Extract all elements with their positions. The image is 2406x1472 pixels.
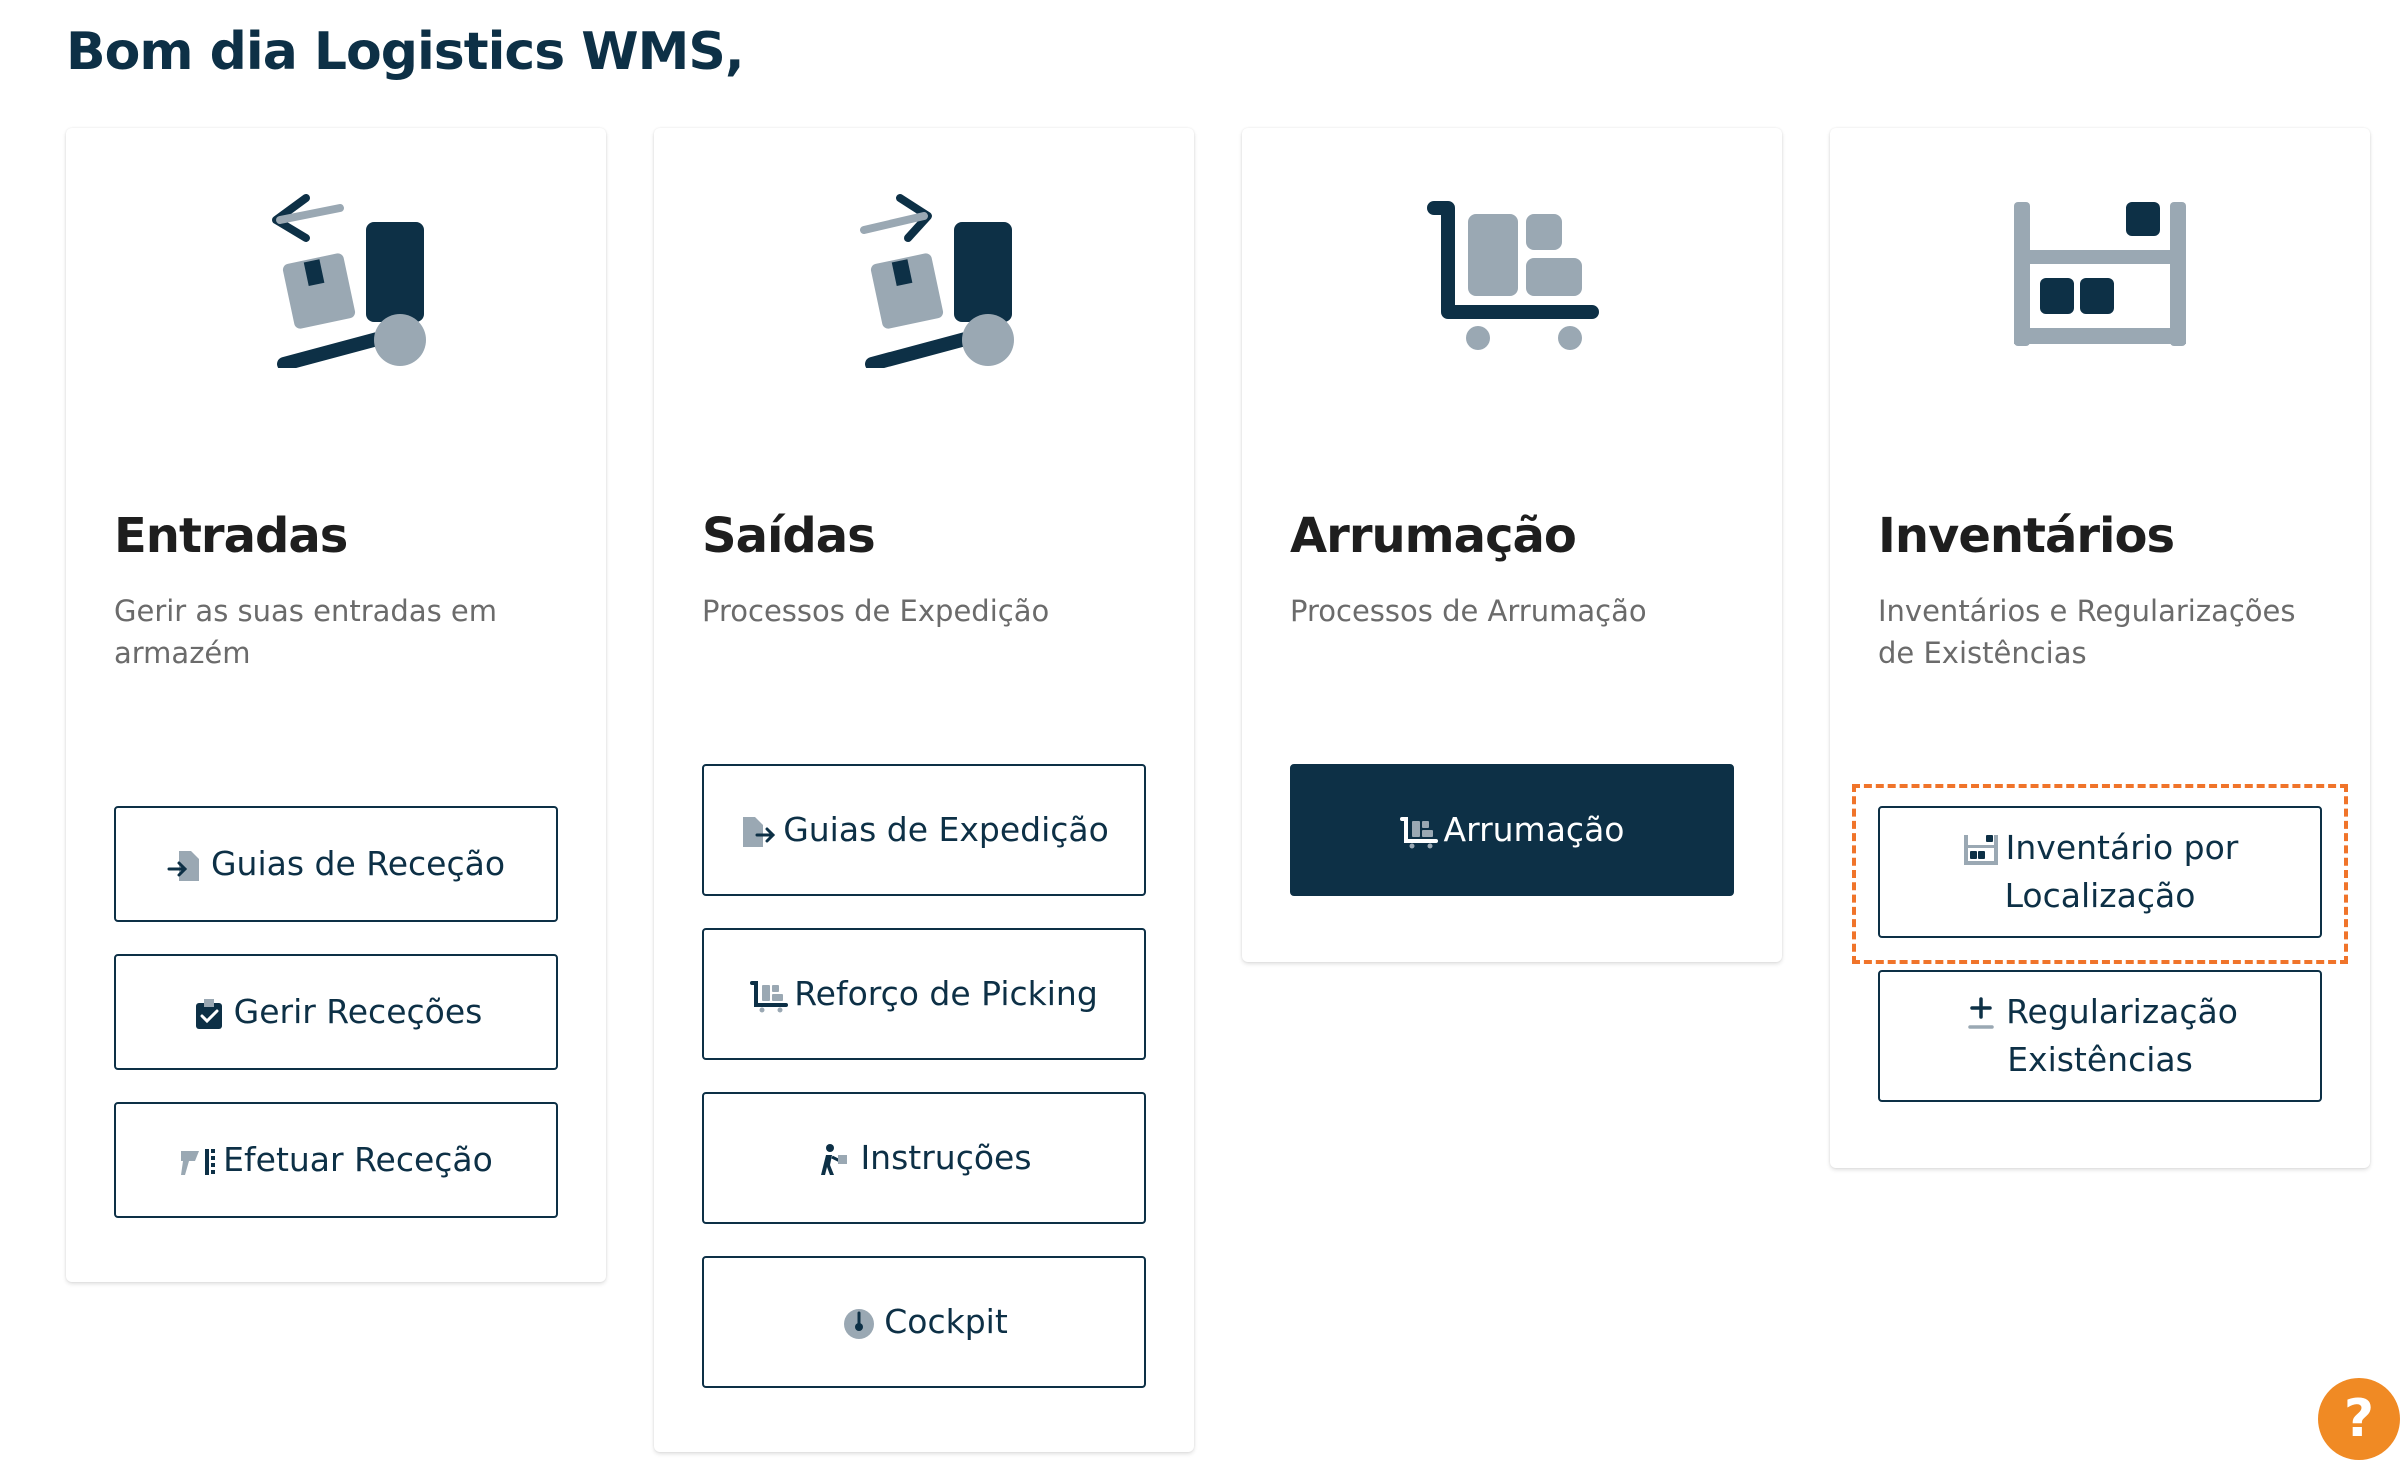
cockpit-button[interactable]: Cockpit [702, 1256, 1146, 1388]
button-label: Efetuar Receção [223, 1140, 493, 1179]
gerir-rececoes-button[interactable]: Gerir Receções [114, 954, 558, 1070]
document-arrow-out-icon [739, 815, 777, 849]
shelf-boxes-icon [1830, 188, 2370, 368]
button-label: Guias de Expedição [783, 810, 1109, 849]
reforco-picking-button[interactable]: Reforço de Picking [702, 928, 1146, 1060]
button-label: Guias de Receção [210, 844, 506, 883]
card-description: Processos de Arrumação [1290, 594, 1647, 628]
worker-icon [816, 1143, 854, 1177]
button-label-line1: Inventário por [2005, 828, 2239, 867]
truck-ship-icon [654, 188, 1194, 368]
card-inventarios: Inventários Inventários e Regularizações… [1830, 128, 2370, 1168]
card-description: Inventários e Regularizações de Existênc… [1878, 594, 2296, 670]
card-title: Arrumação [1290, 508, 1577, 564]
regularizacao-existencias-button[interactable]: Regularização Existências [1878, 970, 2322, 1102]
button-label-line1: Regularização [2006, 992, 2238, 1031]
card-description: Gerir as suas entradas em armazém [114, 594, 498, 670]
button-label-line2: Localização [2004, 876, 2196, 915]
arrumacao-button[interactable]: Arrumação [1290, 764, 1734, 896]
button-label: Gerir Receções [233, 992, 483, 1031]
plus-minus-icon [1962, 996, 2000, 1031]
guias-rececao-button[interactable]: Guias de Receção [114, 806, 558, 922]
help-icon: ? [2343, 1389, 2375, 1449]
cart-boxes-icon [750, 979, 789, 1013]
scanner-icon [179, 1145, 217, 1179]
document-arrow-in-icon [167, 849, 205, 883]
button-label: Arrumação [1443, 810, 1625, 849]
efetuar-rececao-button[interactable]: Efetuar Receção [114, 1102, 558, 1218]
button-label-line2: Existências [2007, 1040, 2193, 1079]
card-title: Saídas [702, 508, 876, 564]
gauge-icon [840, 1307, 878, 1341]
cart-boxes-icon [1399, 815, 1438, 849]
shelf-boxes-icon [1962, 833, 2000, 867]
card-entradas: Entradas Gerir as suas entradas em armaz… [66, 128, 606, 1282]
card-title: Entradas [114, 508, 348, 564]
page-greeting: Bom dia Logistics WMS, [66, 22, 745, 82]
inventario-localizacao-button[interactable]: Inventário por Localização [1878, 806, 2322, 938]
card-saidas: Saídas Processos de Expedição Guias de E… [654, 128, 1194, 1452]
button-label: Reforço de Picking [794, 974, 1098, 1013]
instrucoes-button[interactable]: Instruções [702, 1092, 1146, 1224]
card-description: Processos de Expedição [702, 594, 1050, 628]
box-check-icon [190, 997, 228, 1031]
guias-expedicao-button[interactable]: Guias de Expedição [702, 764, 1146, 896]
help-button[interactable]: ? [2318, 1378, 2400, 1460]
truck-receive-icon [66, 188, 606, 368]
button-label: Cockpit [884, 1302, 1008, 1341]
cart-boxes-icon [1242, 188, 1782, 368]
button-label: Instruções [860, 1138, 1032, 1177]
card-arrumacao: Arrumação Processos de Arrumação Arrumaç… [1242, 128, 1782, 962]
card-title: Inventários [1878, 508, 2175, 564]
